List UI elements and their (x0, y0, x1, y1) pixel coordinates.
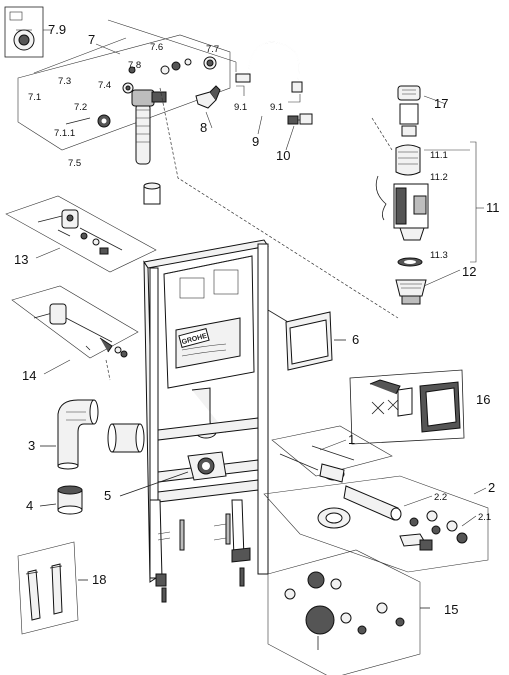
label-2-2: 2.2 (434, 492, 447, 503)
label-7-6: 7.6 (150, 42, 163, 53)
part-12-outlet (395, 279, 427, 305)
installation-frame: GROHE (143, 239, 269, 603)
label-14: 14 (22, 368, 36, 383)
label-6: 6 (352, 332, 359, 347)
part-15-template (267, 549, 430, 675)
part-10-nut (287, 113, 313, 125)
part-11-flush-valve (375, 141, 477, 267)
leader-lines (35, 43, 487, 527)
part-13-fixing-kit (5, 195, 157, 273)
label-1: 1 (348, 432, 355, 447)
label-11-2: 11.2 (430, 172, 448, 183)
label-7-7: 7.7 (206, 44, 219, 55)
label-7-1: 7.1 (28, 92, 41, 103)
label-13: 13 (14, 252, 28, 267)
label-7-8: 7.8 (128, 60, 141, 71)
label-3: 3 (28, 438, 35, 453)
part-14-fixing-kit (11, 285, 139, 381)
label-9-1b: 9.1 (270, 102, 283, 113)
part-3-sleeve (107, 423, 145, 453)
part-1-2-connection-set (263, 425, 489, 573)
label-16: 16 (476, 392, 490, 407)
label-12: 12 (462, 264, 476, 279)
label-9-1a: 9.1 (234, 102, 247, 113)
label-7-4: 7.4 (98, 80, 111, 91)
part-4-sleeve (39, 485, 83, 515)
part-7-9-inset (4, 6, 52, 58)
part-17-flush-top (371, 85, 421, 151)
label-8: 8 (200, 120, 207, 135)
label-7-3: 7.3 (58, 76, 71, 87)
label-7-1-1: 7.1.1 (54, 128, 75, 139)
label-4: 4 (26, 498, 33, 513)
valve-assembly-7 (17, 19, 237, 205)
part-3-elbow (40, 399, 99, 470)
label-5: 5 (104, 488, 111, 503)
label-7-9: 7.9 (48, 22, 66, 37)
label-10: 10 (276, 148, 290, 163)
part-16-frame-inset (349, 369, 465, 445)
label-7-5: 7.5 (68, 158, 81, 169)
label-15: 15 (444, 602, 458, 617)
label-17: 17 (434, 96, 448, 111)
part-6-service-box (267, 309, 346, 371)
part-18-brackets (17, 541, 88, 635)
label-18: 18 (92, 572, 106, 587)
label-11-1: 11.1 (430, 150, 448, 161)
label-9: 9 (252, 134, 259, 149)
label-7: 7 (88, 32, 95, 47)
label-11-3: 11.3 (430, 250, 448, 261)
part-8-angle-valve (195, 85, 221, 109)
connection-line (159, 87, 399, 319)
part-9-flex-hose (235, 41, 303, 103)
leader-5 (119, 471, 189, 497)
label-2: 2 (488, 480, 495, 495)
label-2-1: 2.1 (478, 512, 491, 523)
label-7-2: 7.2 (74, 102, 87, 113)
label-11: 11 (486, 200, 500, 215)
